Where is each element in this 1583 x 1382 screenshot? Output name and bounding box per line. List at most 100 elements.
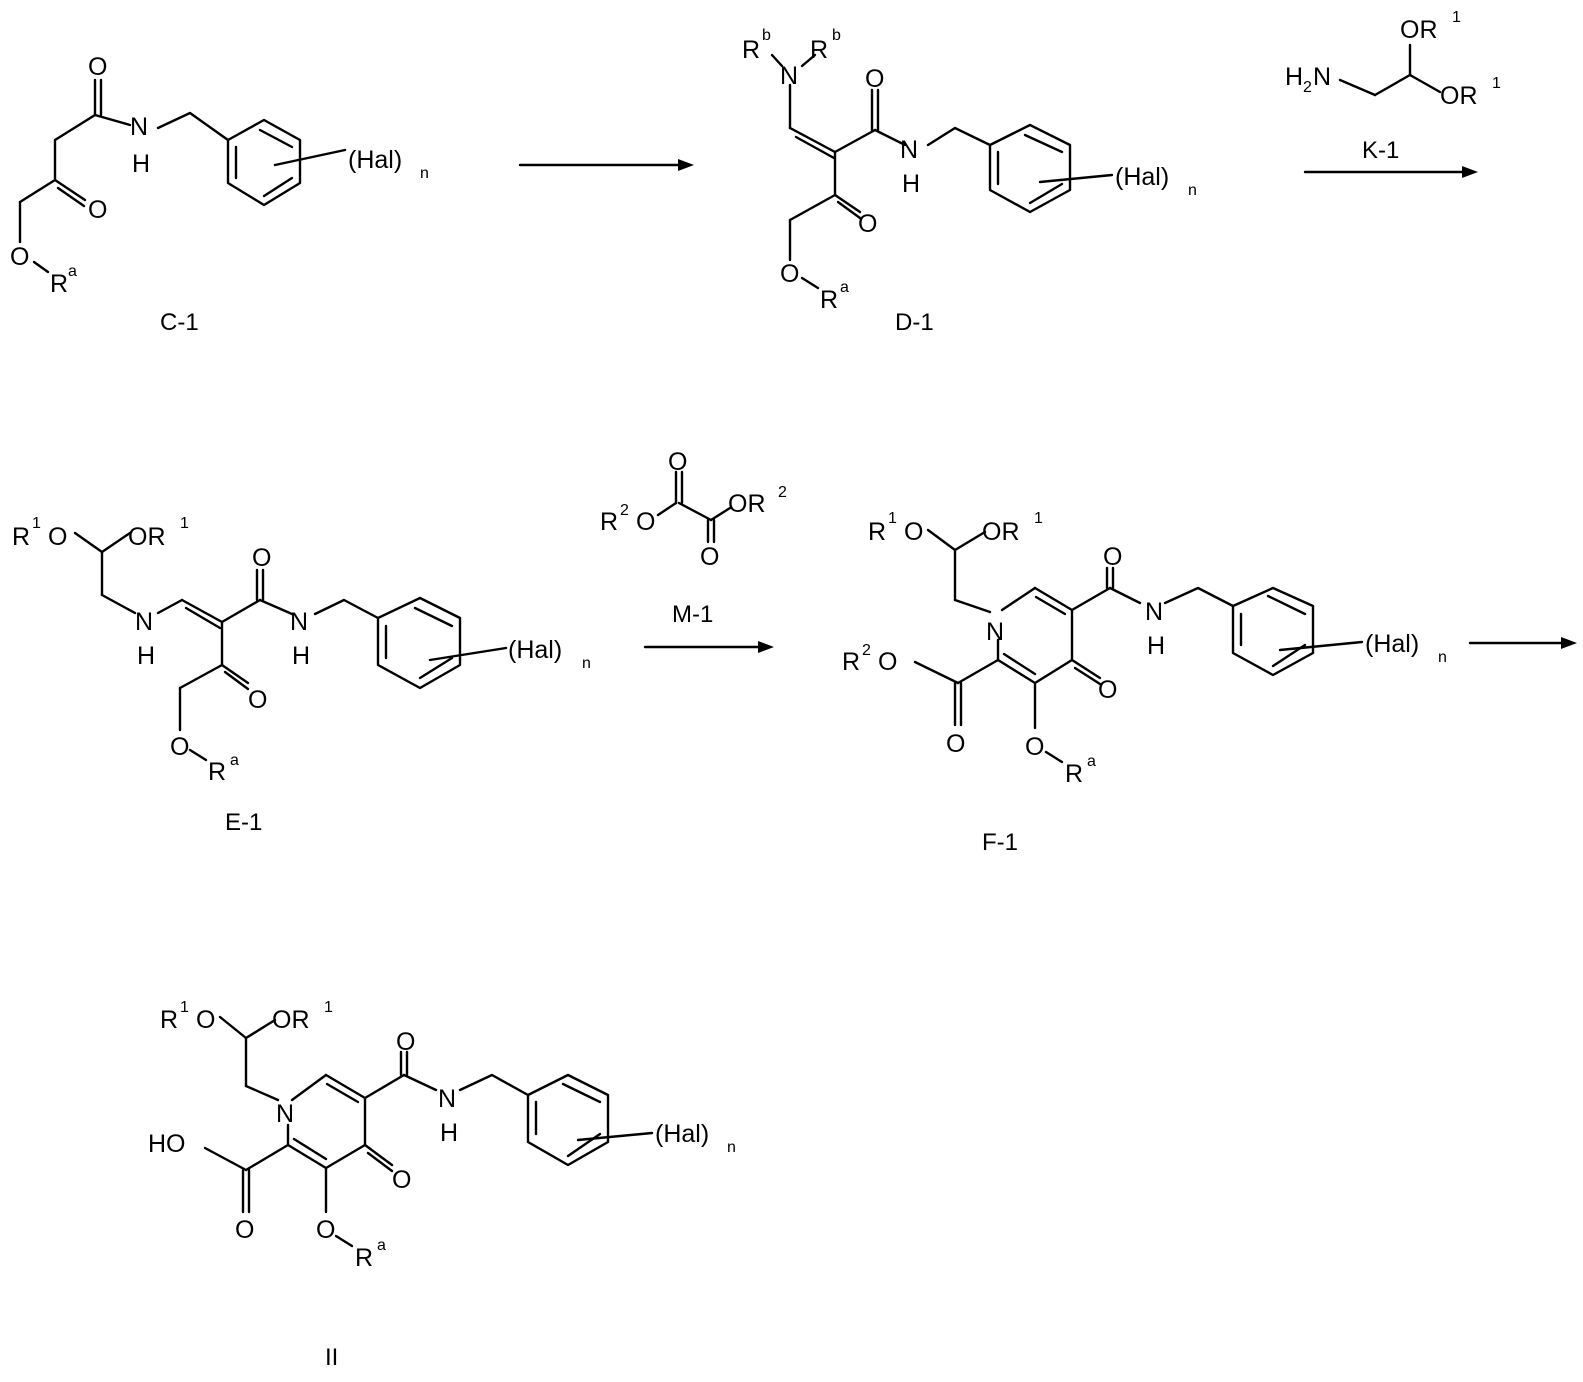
d1-ra-r: R	[820, 286, 838, 314]
label-m-1: M-1	[672, 601, 713, 628]
m1-r2o-left-r: R	[600, 508, 618, 536]
e1-or1-right-sup: 1	[180, 515, 189, 532]
d1-rb-left-sup: b	[762, 27, 771, 44]
f1-ring-ketone-o: O	[1098, 676, 1117, 704]
ii-acid-ho: HO	[148, 1130, 186, 1158]
e1-carbonyl-o: O	[252, 544, 271, 572]
e1-amine-n: N	[135, 608, 153, 636]
label-f-1: F-1	[982, 829, 1018, 856]
arrow-2: K-1	[1305, 137, 1478, 178]
c1-ketone-o: O	[88, 196, 107, 224]
ii-carbonyl-o: O	[396, 1028, 415, 1056]
ii-ether-o: O	[316, 1216, 335, 1244]
label-ii: II	[325, 1344, 338, 1371]
f1-or1-right: OR	[982, 518, 1020, 546]
c1-hal: (Hal)	[348, 146, 402, 174]
ii-r1o-left-r: R	[160, 1006, 178, 1034]
ii-amide-n: N	[438, 1085, 456, 1113]
m1-or2-right-sup: 2	[778, 484, 787, 501]
c1-carbonyl-o: O	[88, 53, 107, 81]
arrow-4	[1470, 637, 1577, 649]
ii-acid-carbonyl-o: O	[235, 1216, 254, 1244]
f1-ester-sup: 2	[862, 642, 871, 659]
k1-or1-top: OR	[1400, 16, 1438, 44]
ii-r1o-left-o: O	[196, 1006, 215, 1034]
k1-h2n-h: H	[1285, 63, 1303, 91]
k1-or1-right-sup: 1	[1492, 75, 1501, 92]
f1-amide-n: N	[1145, 598, 1163, 626]
ii-ra-sup: a	[377, 1237, 386, 1254]
f1-ring-n: N	[986, 618, 1004, 646]
arrow-3: M-1	[645, 601, 774, 653]
ii-or1-right: OR	[272, 1006, 310, 1034]
label-c-1: C-1	[160, 309, 199, 336]
ii-ra-r: R	[355, 1244, 373, 1272]
e1-ether-o: O	[170, 733, 189, 761]
f1-ester-o: O	[878, 648, 897, 676]
e1-ketone-o: O	[248, 686, 267, 714]
c1-ether-o: O	[10, 243, 29, 271]
compound-d-1: R b R b N O N H O O R a (Hal) n D-1	[742, 27, 1197, 336]
c1-ra-r: R	[50, 270, 68, 298]
d1-rb-left-r: R	[742, 36, 760, 64]
f1-ester-carbonyl-o: O	[946, 730, 965, 758]
d1-amide-h: H	[902, 170, 920, 198]
ii-amide-h: H	[440, 1119, 458, 1147]
f1-carbonyl-o: O	[1103, 543, 1122, 571]
ii-or1-right-sup: 1	[324, 999, 333, 1016]
d1-carbonyl-o: O	[865, 65, 884, 93]
e1-hal-n: n	[582, 655, 591, 672]
e1-r1o-left-o: O	[48, 523, 67, 551]
e1-r1o-left-r: R	[12, 523, 30, 551]
e1-amide-n: N	[290, 608, 308, 636]
e1-hal: (Hal)	[508, 636, 562, 664]
e1-or1-right: OR	[128, 523, 166, 551]
reagent-k-1: H 2 N OR 1 OR 1	[1285, 9, 1501, 110]
e1-ra-sup: a	[230, 752, 239, 769]
d1-ra-sup: a	[840, 279, 849, 296]
m1-top-o: O	[668, 448, 687, 476]
c1-ra-sup: a	[68, 263, 77, 280]
compound-f-1: R 1 O OR 1 N O N H O R 2 O O O R a (Hal)…	[842, 510, 1447, 856]
k1-h2n-n: N	[1313, 63, 1331, 91]
d1-ether-o: O	[780, 260, 799, 288]
f1-ether-o: O	[1025, 733, 1044, 761]
f1-r1o-left-r: R	[868, 518, 886, 546]
e1-amide-h: H	[292, 642, 310, 670]
k1-or1-right: OR	[1440, 82, 1478, 110]
m1-r2o-left-sup: 2	[620, 502, 629, 519]
c1-hal-n: n	[420, 165, 429, 182]
label-e-1: E-1	[225, 809, 262, 836]
arrow-1	[520, 159, 694, 171]
ii-r1o-left-sup: 1	[180, 999, 189, 1016]
c1-amide-n: N	[130, 113, 148, 141]
e1-ra-r: R	[208, 758, 226, 786]
m1-or2-right: OR	[728, 490, 766, 518]
m1-r2o-left-o: O	[636, 508, 655, 536]
ii-hal: (Hal)	[655, 1120, 709, 1148]
f1-ra-sup: a	[1087, 753, 1096, 770]
f1-amide-h: H	[1147, 632, 1165, 660]
f1-hal: (Hal)	[1365, 630, 1419, 658]
ii-ring-ketone-o: O	[392, 1166, 411, 1194]
compound-ii: R 1 O OR 1 N O N H O HO O O R a (Hal) n …	[148, 999, 736, 1371]
f1-ra-r: R	[1065, 760, 1083, 788]
d1-ketone-o: O	[858, 210, 877, 238]
f1-hal-n: n	[1438, 649, 1447, 666]
f1-or1-right-sup: 1	[1034, 510, 1043, 527]
m1-bottom-o: O	[700, 543, 719, 571]
ii-hal-n: n	[727, 1139, 736, 1156]
d1-amide-n: N	[900, 136, 918, 164]
label-d-1: D-1	[895, 309, 934, 336]
e1-amine-h: H	[137, 642, 155, 670]
k1-h2n-sub: 2	[1303, 79, 1312, 96]
label-k-1: K-1	[1362, 137, 1399, 164]
d1-hal-n: n	[1188, 182, 1197, 199]
ii-ring-n: N	[276, 1100, 294, 1128]
f1-r1o-left-o: O	[904, 518, 923, 546]
e1-r1o-left-sup: 1	[32, 515, 41, 532]
compound-c-1: O N H O O R a (Hal) n C-1	[10, 53, 429, 336]
reagent-m-1: R 2 O O OR 2 O	[600, 448, 787, 571]
d1-amine-n: N	[780, 62, 798, 90]
